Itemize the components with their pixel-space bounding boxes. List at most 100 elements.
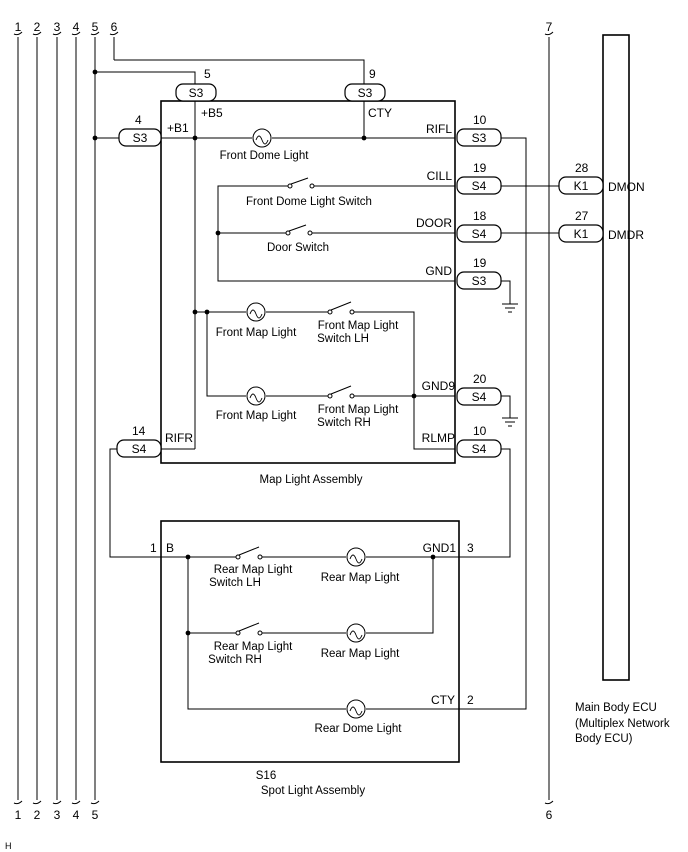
map-light-assembly-title: Map Light Assembly [260, 474, 363, 486]
rear-map-light-switch-lh-symbol [235, 546, 263, 560]
ground-icon [501, 280, 518, 313]
rear-map-light-lh-icon [346, 547, 366, 567]
pin-number: 10 [473, 424, 487, 438]
pin-number: 20 [473, 372, 487, 386]
wire-6 [109, 31, 365, 84]
wire-number: 3 [54, 808, 61, 822]
terminal-label: CTY [431, 693, 455, 707]
front-map-light-lh-icon [246, 302, 266, 322]
pin-number: 9 [369, 67, 376, 81]
rear-dome-light-icon [346, 699, 366, 719]
pin-number: 5 [204, 67, 211, 81]
wire-5-tap-b5 [95, 71, 196, 84]
connector-s4-rifr: S4 [116, 439, 162, 458]
wire-number: 1 [15, 808, 22, 822]
rear-map-light-rh-label: Rear Map Light [321, 648, 400, 660]
spot-light-internal-wiring [161, 556, 459, 710]
terminal-label: DMON [608, 180, 645, 194]
corner-mark: H [5, 841, 12, 851]
junction-dot [92, 69, 98, 75]
wire-number: 5 [92, 808, 99, 822]
ecu-label: (Multiplex Network [575, 718, 670, 730]
front-map-light-switch-rh-symbol [327, 385, 355, 399]
terminal-label: RLMP [422, 431, 455, 445]
junction-dot [430, 554, 436, 560]
door-switch-label: Door Switch [267, 242, 329, 254]
terminal-label: +B1 [167, 121, 189, 135]
terminal-label: RIFR [165, 431, 193, 445]
rear-map-light-rh-icon [346, 623, 366, 643]
front-map-switch-lh-label: Switch LH [317, 333, 369, 345]
svg-text:S4: S4 [472, 227, 487, 241]
pin-number: 18 [473, 209, 487, 223]
junction-dot [192, 135, 198, 141]
front-dome-light-icon [252, 128, 272, 148]
svg-text:S3: S3 [358, 86, 373, 100]
front-map-switch-rh-label: Switch RH [317, 417, 371, 429]
connector-s4-gnd9: S4 [456, 387, 502, 406]
front-map-switch-rh-label: Front Map Light [318, 404, 399, 416]
terminal-label: CTY [368, 106, 392, 120]
wire-number: 4 [73, 20, 80, 34]
terminal-label: RIFL [426, 122, 452, 136]
ecu-label: Body ECU) [575, 733, 633, 745]
junction-dot [411, 393, 417, 399]
wire-number: 5 [92, 20, 99, 34]
spot-light-assembly-title: Spot Light Assembly [261, 785, 365, 797]
connector-s4-rlmp: S4 [456, 439, 502, 458]
pin-number: 19 [473, 161, 487, 175]
junction-dot [185, 554, 191, 560]
svg-text:S4: S4 [472, 390, 487, 404]
svg-text:S3: S3 [472, 274, 487, 288]
wire-number: 6 [111, 20, 118, 34]
pin-number: 27 [575, 209, 589, 223]
wire-number: 6 [546, 808, 553, 822]
rear-map-switch-lh-label: Switch LH [209, 577, 261, 589]
rear-map-switch-rh-label: Rear Map Light [214, 641, 293, 653]
junction-dot [204, 309, 210, 315]
svg-text:S3: S3 [472, 131, 487, 145]
junction-dot [361, 135, 367, 141]
terminal-label: +B5 [201, 106, 223, 120]
svg-text:S4: S4 [132, 442, 147, 456]
pin-number: 19 [473, 256, 487, 270]
ground-icon [501, 395, 518, 427]
junction-dot [192, 309, 198, 315]
pin-number: 10 [473, 113, 487, 127]
rear-map-switch-lh-label: Rear Map Light [214, 564, 293, 576]
pin-number: 1 [150, 541, 157, 555]
junction-dot [185, 630, 191, 636]
front-dome-light-switch-symbol [287, 177, 315, 189]
terminal-label: B [166, 541, 174, 555]
terminal-label: GND9 [422, 379, 456, 393]
pin-number: 3 [467, 541, 474, 555]
front-dome-light-switch-label: Front Dome Light Switch [246, 196, 372, 208]
left-bus-wires [13, 31, 100, 805]
wire-number: 2 [34, 808, 41, 822]
wire-number: 3 [54, 20, 61, 34]
svg-text:K1: K1 [574, 227, 589, 241]
external-wiring [109, 137, 559, 710]
rear-map-light-lh-label: Rear Map Light [321, 572, 400, 584]
front-map-switch-lh-label: Front Map Light [318, 320, 399, 332]
wire-number: 4 [73, 808, 80, 822]
front-map-light-lh-label: Front Map Light [216, 327, 297, 339]
wire-7 [544, 31, 554, 805]
junction-dot [215, 230, 221, 236]
pin-number: 28 [575, 161, 589, 175]
svg-text:S4: S4 [472, 179, 487, 193]
svg-text:K1: K1 [574, 179, 589, 193]
terminal-label: GND1 [423, 541, 457, 555]
rear-dome-light-label: Rear Dome Light [315, 723, 403, 735]
junction-dot [92, 135, 98, 141]
connector-s3-pin9: S3 [344, 83, 386, 102]
svg-text:S3: S3 [189, 86, 204, 100]
map-light-assembly-box [160, 100, 456, 464]
svg-text:S3: S3 [133, 131, 148, 145]
pin-number: 4 [135, 113, 142, 127]
terminal-label: CILL [427, 169, 453, 183]
connector-s3-gnd: S3 [456, 271, 502, 290]
main-body-ecu-bar [602, 34, 630, 681]
terminal-label: GND [425, 264, 452, 278]
wire-number: 1 [15, 20, 22, 34]
